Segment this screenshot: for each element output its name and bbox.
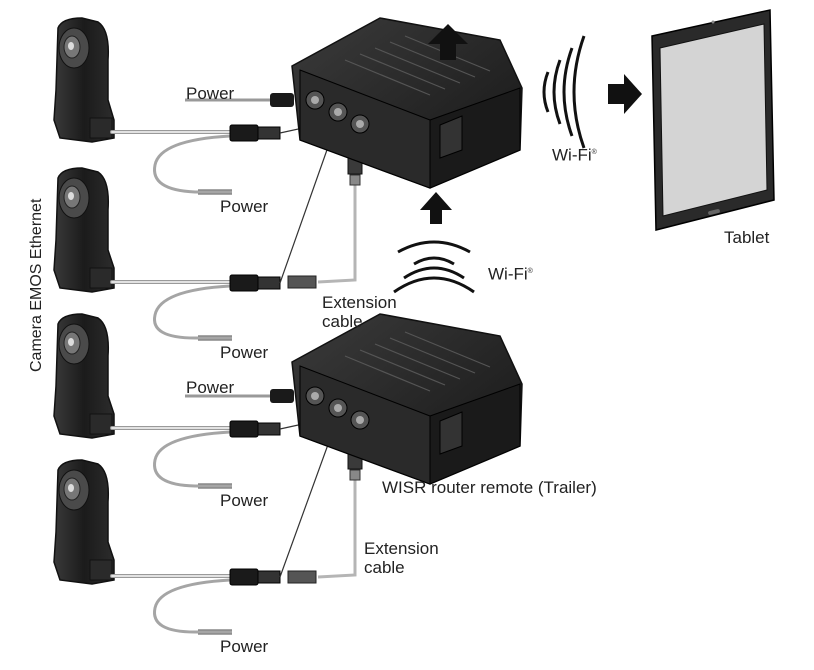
power-label-cam2: Power <box>220 343 269 362</box>
arrow-icon-up-mid <box>420 192 452 224</box>
camera-icon-3 <box>53 313 115 439</box>
wifi-text: Wi-Fi <box>488 264 528 284</box>
router-icon-main <box>291 17 523 189</box>
power-label-router-main: Power <box>186 84 235 103</box>
extension-label-2-line2: cable <box>364 558 405 577</box>
wifi-label-top: Wi-Fi® <box>552 143 597 165</box>
ethernet-lines <box>279 125 335 578</box>
camera-icon-2 <box>53 167 115 293</box>
router-remote-label: WISR router remote (Trailer) <box>382 478 597 497</box>
camera-icon-4 <box>53 459 115 585</box>
tablet-icon <box>651 9 775 231</box>
tablet-label: Tablet <box>724 228 770 247</box>
router-icon-remote <box>291 313 523 485</box>
wifi-registered-mark: ® <box>591 149 597 156</box>
router-power-plugs <box>270 93 294 403</box>
extension-label-1-line2: cable <box>322 312 363 331</box>
power-label-router-remote: Power <box>186 378 235 397</box>
power-loops <box>153 134 232 634</box>
power-label-cam3: Power <box>220 491 269 510</box>
camera-cables-inner <box>111 131 231 577</box>
extension-label-2-line1: Extension <box>364 539 439 558</box>
camera-icon-1 <box>53 17 115 143</box>
router-power-stubs <box>185 98 272 398</box>
power-label-cam1: Power <box>220 197 269 216</box>
camera-cables <box>110 130 232 578</box>
wifi-waves-icon-top <box>542 35 586 149</box>
wifi-registered-mark: ® <box>527 268 533 275</box>
extension-cable-1 <box>287 153 363 289</box>
wifi-waves-icon-mid <box>393 240 475 294</box>
arrow-icon-right <box>608 74 642 114</box>
arrow-icon-up-top <box>428 24 468 60</box>
power-label-cam4: Power <box>220 637 269 656</box>
power-leads <box>198 189 232 635</box>
extension-label-1-line1: Extension <box>322 293 397 312</box>
wifi-label-mid: Wi-Fi® <box>488 262 533 284</box>
connector-icon-set <box>229 124 281 586</box>
camera-ethernet-side-label: Camera EMOS Ethernet <box>28 198 45 372</box>
wifi-text: Wi-Fi <box>552 145 592 165</box>
extension-cable-2 <box>287 448 363 584</box>
